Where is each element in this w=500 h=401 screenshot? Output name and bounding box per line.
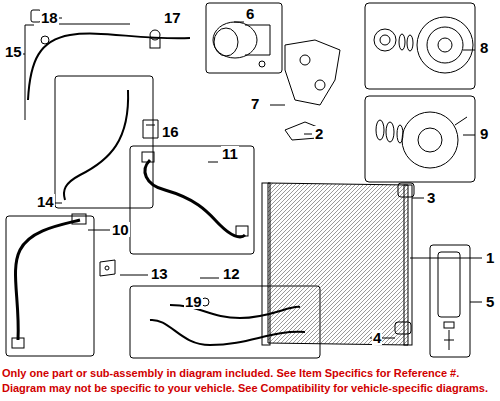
callout-number: 4: [372, 330, 382, 345]
callout-number: 17: [163, 10, 182, 25]
callout-number: 2: [314, 126, 324, 141]
callout-number: 9: [479, 126, 489, 141]
callout-number: 6: [245, 6, 255, 21]
callout-number: 5: [485, 294, 495, 309]
disclaimer-caption: Only one part or sub-assembly in diagram…: [2, 366, 498, 396]
callout-number: 15: [4, 44, 23, 59]
callout-number: 10: [111, 222, 130, 237]
callout-number: 18: [40, 10, 59, 25]
callout-number: 13: [150, 266, 169, 281]
callout-number: 19: [184, 294, 203, 309]
callout-number: 16: [161, 124, 180, 139]
callout-number: 1: [485, 250, 495, 265]
callout-number: 7: [250, 96, 260, 111]
callout-number: 3: [426, 190, 436, 205]
callout-number: 14: [36, 194, 55, 209]
callout-number: 11: [221, 146, 239, 161]
callout-number: 12: [222, 266, 241, 281]
callout-number: 8: [479, 40, 489, 55]
